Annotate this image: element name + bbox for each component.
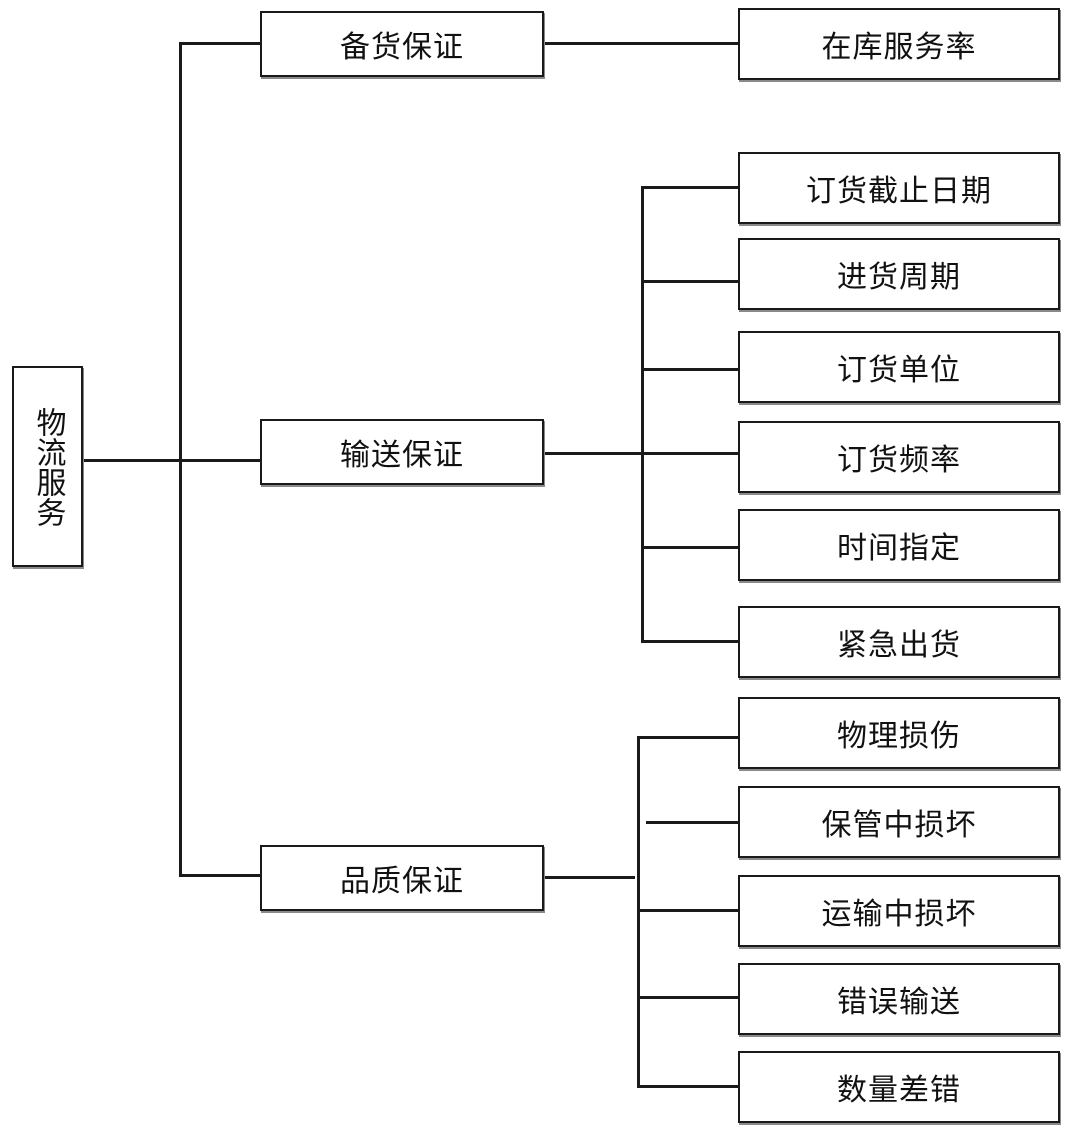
leaf-node: 错误输送 — [738, 963, 1060, 1035]
leaf-label: 错误输送 — [837, 985, 961, 1020]
connector-leaf-2-5 — [641, 546, 740, 549]
connector-to-branch-2 — [179, 459, 262, 462]
connector-leaf-3-3 — [637, 909, 740, 912]
branch-node-stock-assurance: 备货保证 — [260, 11, 544, 77]
connector-leaf-2-6 — [641, 640, 740, 643]
connector-leaf-2-2 — [641, 280, 740, 283]
connector-branch-3-out — [543, 876, 635, 879]
leaf-node: 运输中损坏 — [738, 875, 1060, 947]
connector-root-to-trunk — [82, 459, 181, 462]
connector-leaf-3-2 — [646, 821, 740, 824]
connector-leaf-3-5 — [637, 1085, 740, 1088]
branch-label: 品质保证 — [340, 864, 464, 899]
root-node: 物流服务 — [12, 366, 83, 567]
connector-branch-3-vertical — [637, 736, 640, 1088]
leaf-label: 订货频率 — [837, 443, 961, 478]
connector-leaf-3-4 — [637, 996, 740, 999]
leaf-node: 订货截止日期 — [738, 152, 1060, 224]
leaf-node: 时间指定 — [738, 509, 1060, 581]
leaf-node: 进货周期 — [738, 238, 1060, 310]
leaf-node: 在库服务率 — [738, 8, 1060, 80]
connector-leaf-2-3 — [641, 368, 740, 371]
branch-label: 备货保证 — [340, 30, 464, 65]
leaf-node: 订货单位 — [738, 331, 1060, 403]
leaf-label: 运输中损坏 — [821, 897, 977, 932]
connector-branch-2-vertical — [641, 186, 644, 643]
leaf-label: 数量差错 — [837, 1073, 961, 1108]
leaf-node: 物理损伤 — [738, 697, 1060, 769]
connector-leaf-2-1 — [641, 186, 740, 189]
leaf-label: 物理损伤 — [837, 719, 961, 754]
leaf-label: 保管中损坏 — [821, 808, 977, 843]
leaf-label: 时间指定 — [837, 531, 961, 566]
leaf-label: 订货截止日期 — [806, 174, 992, 209]
leaf-node: 订货频率 — [738, 421, 1060, 493]
leaf-label: 紧急出货 — [837, 628, 961, 663]
connector-to-branch-3 — [179, 874, 262, 877]
leaf-node: 保管中损坏 — [738, 786, 1060, 858]
connector-branch-1-to-leaf — [543, 42, 740, 45]
leaf-node: 数量差错 — [738, 1051, 1060, 1123]
root-label: 物流服务 — [30, 406, 66, 527]
leaf-node: 紧急出货 — [738, 606, 1060, 678]
leaf-label: 在库服务率 — [821, 30, 977, 65]
branch-node-delivery-assurance: 输送保证 — [260, 419, 544, 485]
leaf-label: 订货单位 — [837, 353, 961, 388]
connector-to-branch-1 — [179, 42, 262, 45]
branch-node-quality-assurance: 品质保证 — [260, 845, 544, 911]
connector-leaf-3-1 — [637, 736, 740, 739]
branch-label: 输送保证 — [340, 438, 464, 473]
leaf-label: 进货周期 — [837, 260, 961, 295]
